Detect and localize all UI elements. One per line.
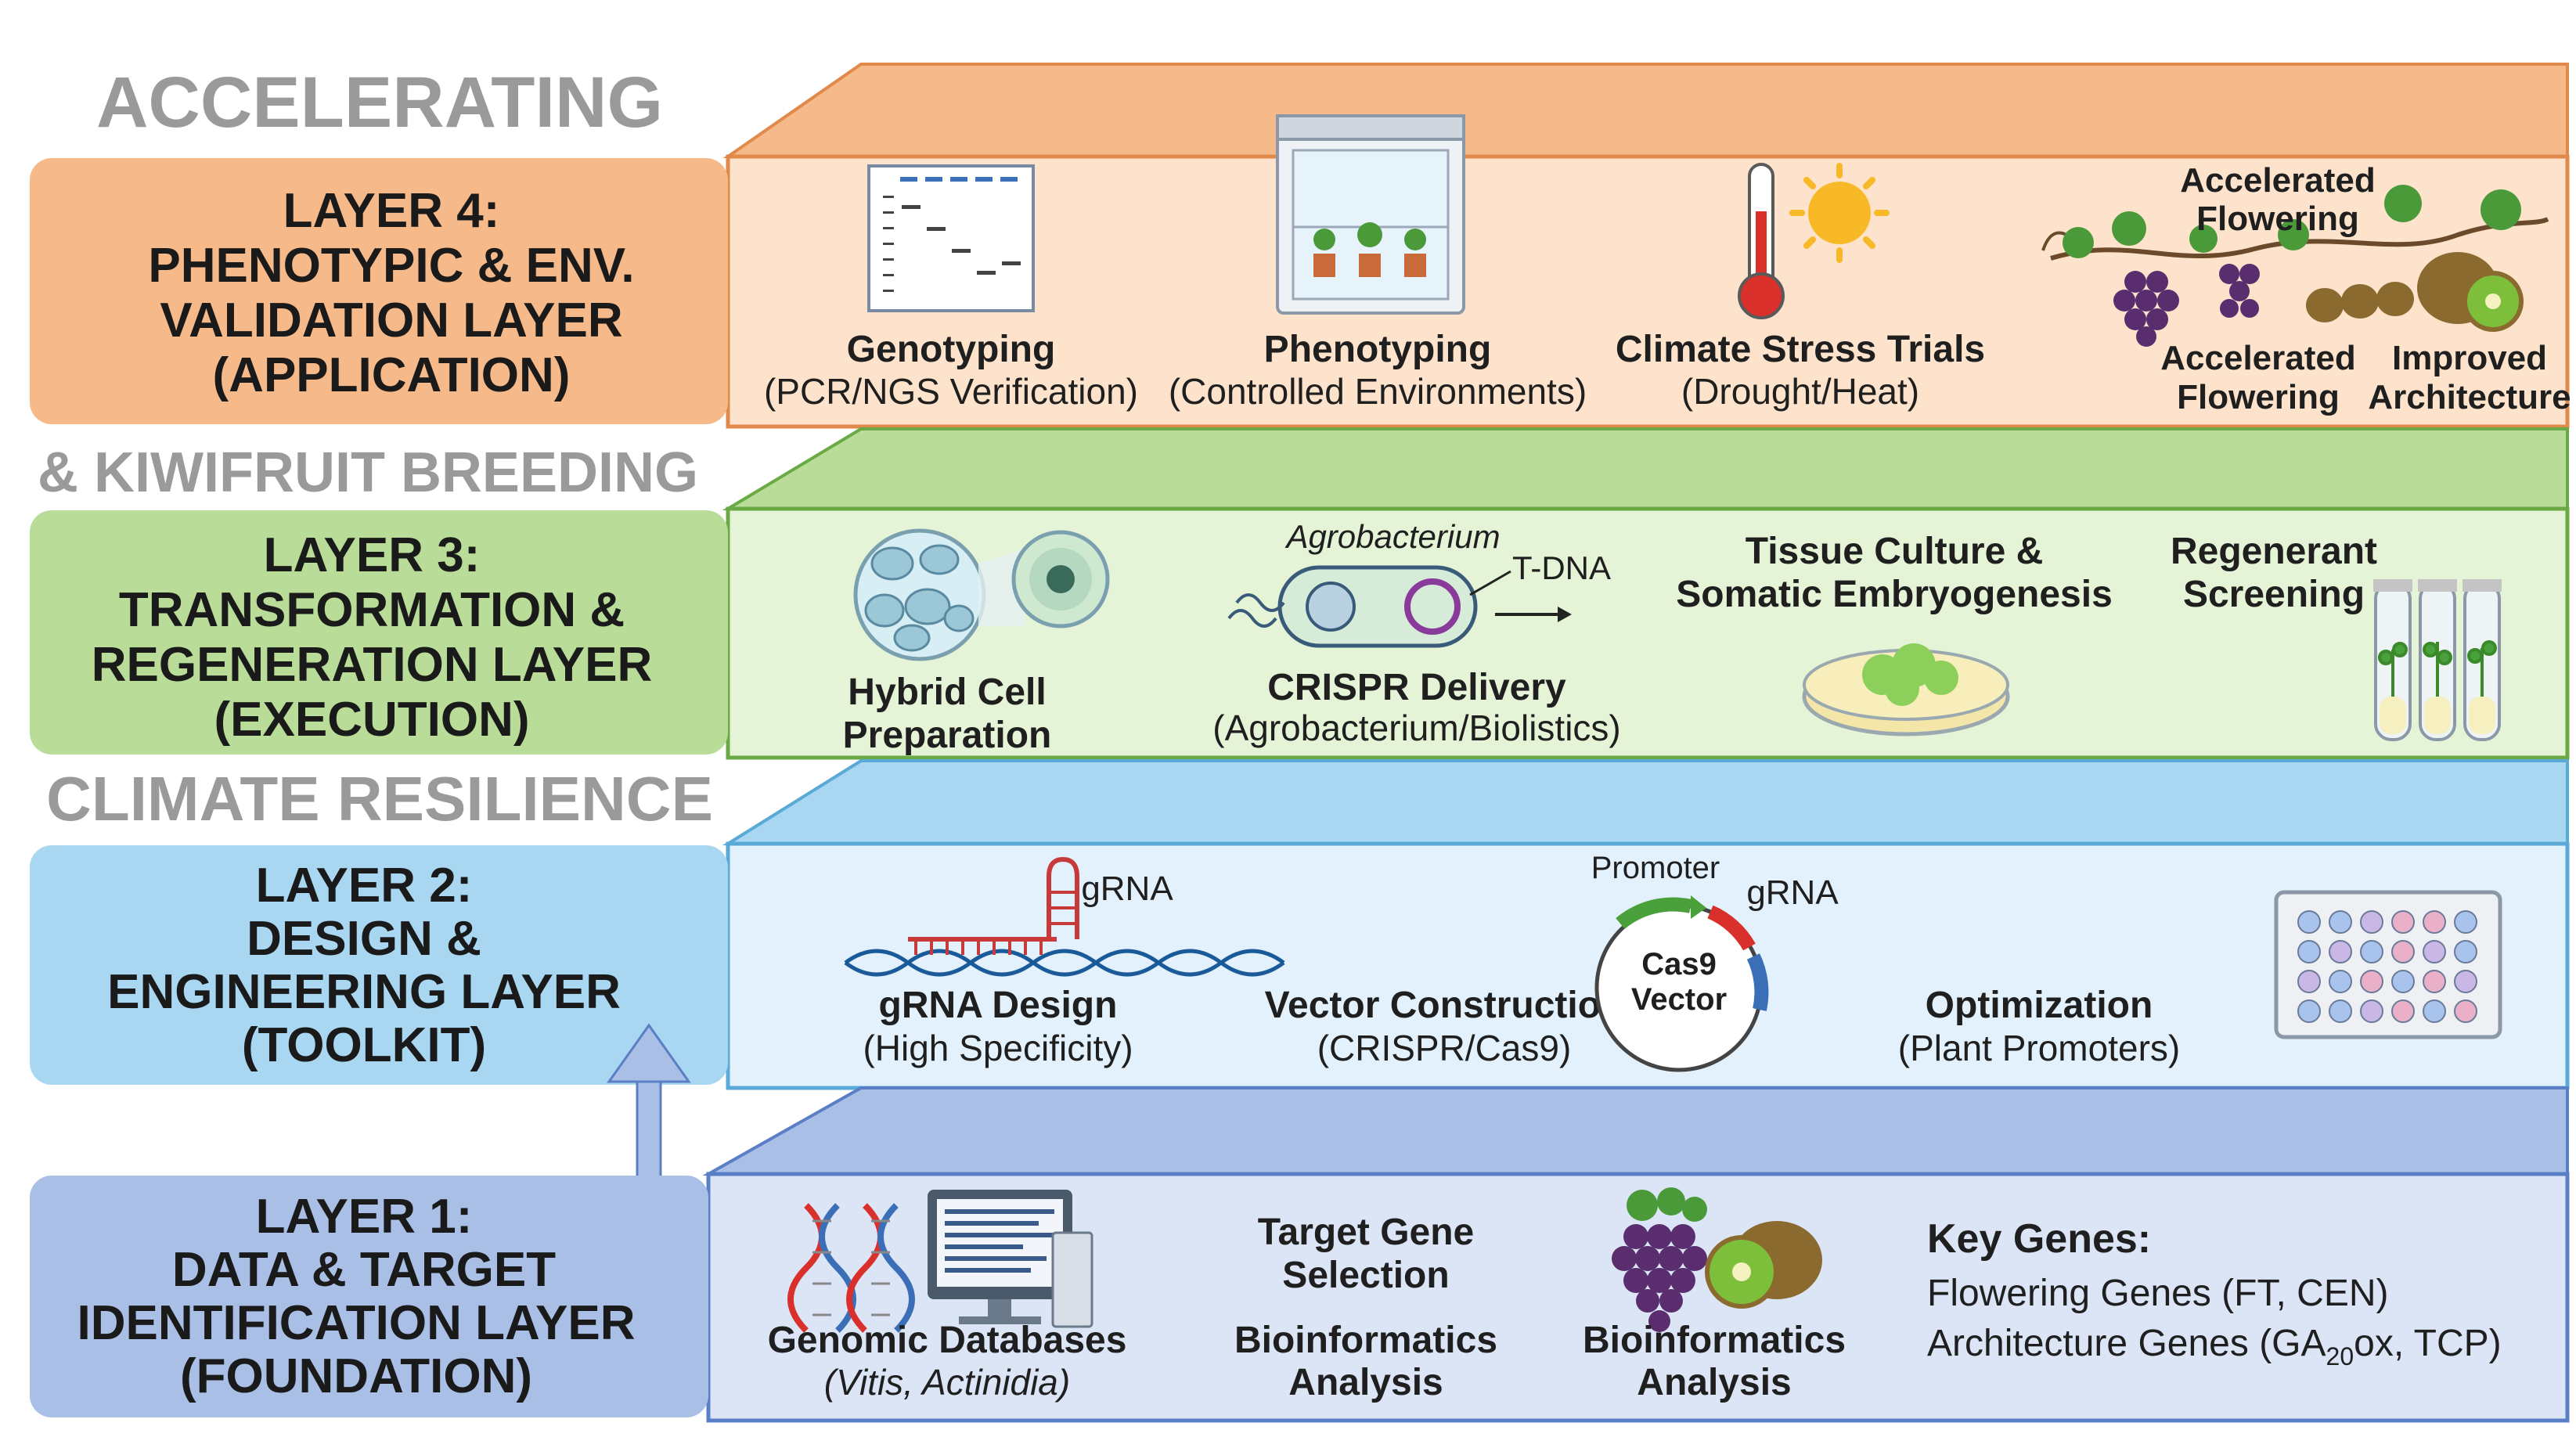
layer1: LAYER 1: DATA & TARGET IDENTIFICATION LA… — [30, 1086, 2570, 1423]
banner-kiwifruit-breeding: & KIWIFRUIT BREEDING — [38, 441, 698, 504]
agrobacterium-icon — [1227, 565, 1572, 648]
accelerated-flowering-line-1: Accelerated — [2160, 339, 2355, 377]
grape-kiwi-icon — [1612, 1187, 1822, 1332]
crispr-delivery-title: CRISPR Delivery — [1267, 667, 1566, 708]
computer-icon — [928, 1190, 1093, 1328]
test-tubes-icon — [2373, 579, 2502, 741]
agrobacterium-label: Agrobacterium — [1284, 518, 1500, 555]
layer2-title-line-3: ENGINEERING LAYER — [107, 965, 621, 1019]
bioinformatics-1-line-1: Bioinformatics — [1234, 1320, 1497, 1361]
layer3-title-line-1: LAYER 3: — [264, 528, 481, 582]
banner-climate-resilience: CLIMATE RESILIENCE — [46, 764, 713, 834]
layer2-title-line-2: DESIGN & — [247, 912, 481, 966]
layer4: LAYER 4: PHENOTYPIC & ENV. VALIDATION LA… — [30, 63, 2571, 429]
accelerated-flowering-line-2: Flowering — [2177, 378, 2340, 416]
layer4-label-box — [30, 158, 728, 424]
bioinformatics-2-line-1: Bioinformatics — [1583, 1320, 1846, 1361]
layer3-title-line-4: (EXECUTION) — [214, 693, 530, 747]
grna-label: gRNA — [1081, 870, 1173, 908]
climate-stress-subtitle: (Drought/Heat) — [1681, 371, 1919, 412]
genomic-databases-subtitle: (Vitis, Actinidia) — [824, 1362, 1070, 1403]
vector-construction-subtitle: (CRISPR/Cas9) — [1317, 1028, 1572, 1068]
improved-architecture-line-2: Architecture — [2368, 378, 2571, 416]
phenotyping-title: Phenotyping — [1264, 329, 1492, 370]
regenerant-screening-line-1: Regenerant — [2171, 531, 2377, 572]
genotyping-title: Genotyping — [847, 329, 1056, 370]
cas9-line-2: Vector — [1631, 982, 1727, 1017]
layer1-title-line-3: IDENTIFICATION LAYER — [77, 1296, 635, 1350]
key-genes-architecture-suffix: ox, TCP) — [2354, 1323, 2501, 1364]
layer2-title-line-1: LAYER 2: — [256, 859, 473, 913]
key-genes-architecture-prefix: Architecture Genes (GA — [1927, 1323, 2326, 1364]
gel-electrophoresis-icon — [867, 164, 1035, 312]
accelerated-flowering-top-line-1: Accelerated — [2180, 161, 2375, 200]
layer1-title-line-4: (FOUNDATION) — [180, 1349, 532, 1403]
cas9-line-1: Cas9 — [1641, 947, 1717, 981]
layer2-top-face — [722, 759, 2569, 845]
target-gene-line-1: Target Gene — [1258, 1212, 1475, 1253]
hybrid-cell-line-1: Hybrid Cell — [848, 672, 1046, 713]
grna-design-subtitle: (High Specificity) — [863, 1028, 1133, 1068]
improved-architecture-line-1: Improved — [2392, 339, 2547, 377]
layer4-title-line-3: VALIDATION LAYER — [160, 294, 622, 348]
key-genes-architecture: Architecture Genes (GA20ox, TCP) — [1927, 1323, 2502, 1370]
promoter-label: Promoter — [1591, 851, 1720, 885]
growth-chamber-icon — [1276, 114, 1465, 315]
petri-dish-icon — [1802, 643, 2010, 737]
tissue-culture-line-1: Tissue Culture & — [1746, 531, 2044, 572]
hybrid-cell-line-2: Preparation — [843, 715, 1052, 756]
accelerated-flowering-top-line-2: Flowering — [2196, 200, 2359, 238]
layer3-title-line-3: REGENERATION LAYER — [92, 638, 653, 692]
grape-kiwi-vine-icon — [2041, 185, 2549, 347]
layer3: LAYER 3: TRANSFORMATION & REGENERATION L… — [30, 427, 2570, 760]
layer4-title-line-4: (APPLICATION) — [213, 348, 571, 402]
layer2: LAYER 2: DESIGN & ENGINEERING LAYER (TOO… — [30, 759, 2570, 1090]
t-dna-label: T-DNA — [1512, 549, 1611, 586]
tissue-culture-line-2: Somatic Embryogenesis — [1676, 574, 2113, 615]
grna-dna-icon — [844, 856, 1285, 977]
plasmid-grna-label: gRNA — [1746, 873, 1839, 912]
key-genes-title: Key Genes: — [1927, 1216, 2151, 1262]
banner-accelerating: ACCELERATING — [96, 63, 663, 142]
layer4-title-line-2: PHENOTYPIC & ENV. — [148, 239, 634, 293]
regenerant-screening-line-2: Screening — [2183, 574, 2365, 615]
bioinformatics-2-line-2: Analysis — [1637, 1362, 1791, 1403]
cas9-plasmid-icon — [1594, 895, 1769, 1072]
layer2-title-line-4: (TOOLKIT) — [242, 1018, 486, 1072]
sun-icon — [1789, 163, 1890, 263]
phenotyping-subtitle: (Controlled Environments) — [1169, 371, 1587, 412]
well-plate-icon — [2274, 890, 2502, 1039]
layer3-top-face — [722, 427, 2569, 510]
layer2-label-box — [30, 845, 728, 1085]
optimization-subtitle: (Plant Promoters) — [1898, 1028, 2180, 1068]
hybrid-cell-icon — [853, 528, 1110, 661]
layer3-label-box — [30, 510, 728, 755]
bioinformatics-1-line-2: Analysis — [1288, 1362, 1443, 1403]
key-genes-architecture-subscript: 20 — [2326, 1342, 2354, 1370]
genomic-databases-title: Genomic Databases — [768, 1320, 1127, 1361]
crispr-delivery-subtitle: (Agrobacterium/Biolistics) — [1212, 708, 1620, 748]
layer1-title-line-1: LAYER 1: — [256, 1190, 473, 1244]
layer4-title-line-1: LAYER 4: — [283, 184, 500, 238]
grna-design-title: gRNA Design — [879, 985, 1118, 1026]
genotyping-subtitle: (PCR/NGS Verification) — [764, 371, 1138, 412]
climate-stress-title: Climate Stress Trials — [1616, 329, 1985, 370]
key-genes-flowering: Flowering Genes (FT, CEN) — [1927, 1273, 2388, 1314]
layer1-top-face — [702, 1086, 2569, 1176]
dna-helix-icon — [787, 1203, 915, 1333]
target-gene-line-2: Selection — [1282, 1255, 1449, 1296]
layer3-title-line-2: TRANSFORMATION & — [119, 583, 625, 637]
thermometer-icon — [1738, 163, 1785, 319]
layer1-title-line-2: DATA & TARGET — [172, 1243, 556, 1297]
layer4-top-face — [722, 63, 2569, 158]
optimization-title: Optimization — [1926, 985, 2153, 1026]
layer1-label-box — [30, 1176, 708, 1417]
vector-construction-title: Vector Construction — [1265, 985, 1624, 1026]
